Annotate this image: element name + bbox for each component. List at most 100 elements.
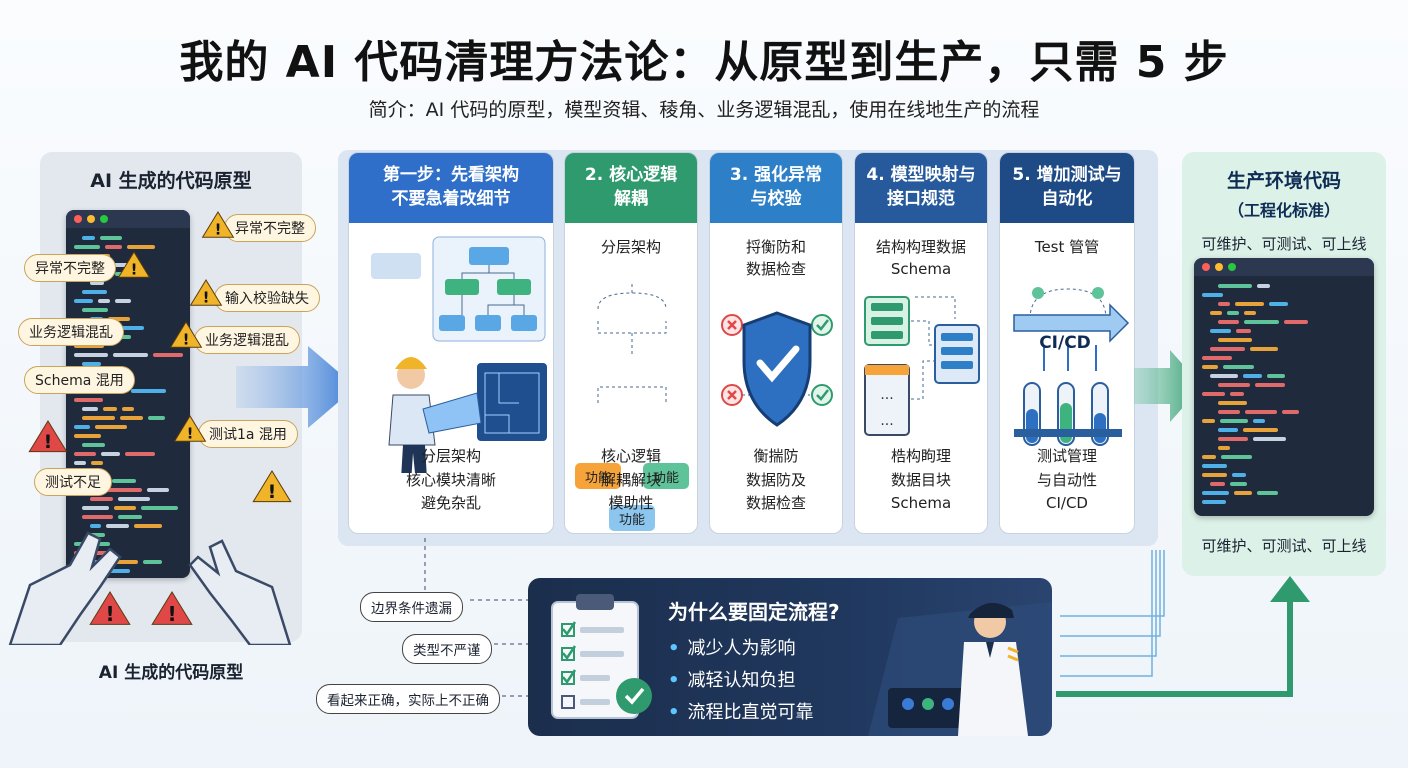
code-line	[147, 488, 169, 492]
code-line	[134, 524, 162, 528]
code-line	[1234, 491, 1252, 495]
code-line	[1202, 356, 1232, 360]
code-line	[1202, 464, 1227, 468]
code-line	[1210, 347, 1245, 351]
code-line	[148, 416, 165, 420]
code-line	[118, 497, 150, 501]
code-line	[112, 479, 136, 483]
prototype-footer: AI 生成的代码原型	[98, 663, 244, 683]
code-line	[1218, 338, 1252, 342]
code-line	[143, 560, 162, 564]
why-bullet: •减少人为影响	[668, 638, 796, 659]
step-3-card: 3. 强化异常 与校验 捋衡防和 数据检查 衡揣防 数据防及 数据检查	[709, 152, 843, 534]
step-4-card: 4. 模型映射与 接口规范 结构构理数据 Schema ... ... 梏构眗理…	[854, 152, 988, 534]
code-line	[115, 272, 136, 276]
code-line	[1221, 455, 1252, 459]
code-line	[1244, 320, 1279, 324]
code-line	[108, 317, 130, 321]
why-bullets: •减少人为影响 •减轻认知负担 •流程比直觉可靠	[668, 634, 814, 730]
code-line	[91, 461, 103, 465]
code-line	[107, 569, 130, 573]
code-line	[1218, 446, 1230, 450]
window-controls	[1194, 258, 1374, 276]
code-line	[114, 506, 136, 510]
step-3-subtitle: 捋衡防和 数据检查	[745, 238, 806, 278]
step-5-card: 5. 增加测试与 自动化 Test 管管 CI/CD 测试管理 与自动性 CI/…	[999, 152, 1135, 534]
code-line	[82, 308, 108, 312]
code-line	[1230, 482, 1247, 486]
code-line	[74, 425, 90, 429]
why-fixed-process-panel: 为什么要固定流程? •减少人为影响 •减轻认知负担 •流程比直觉可靠	[528, 578, 1052, 736]
code-line	[127, 245, 155, 249]
step-4-title: 4. 模型映射与 接口规范	[855, 153, 987, 223]
code-line	[1218, 410, 1240, 414]
code-line	[74, 344, 104, 348]
code-line	[108, 326, 144, 330]
step-2-title: 2. 核心逻辑 解耦	[565, 153, 697, 223]
code-line	[1244, 311, 1256, 315]
pitfall-label: 类型不严谨	[402, 634, 492, 664]
code-line	[100, 236, 122, 240]
code-line	[1218, 428, 1238, 432]
code-line	[74, 398, 103, 402]
code-line	[1245, 410, 1277, 414]
schema-mapping-icon: ... ...	[864, 296, 980, 436]
code-line	[74, 245, 100, 249]
prototype-panel-title: AI 生成的代码原型	[90, 170, 252, 192]
step-5-title: 5. 增加测试与 自动化	[1000, 153, 1134, 223]
warning-label: 异常不完整	[224, 214, 316, 242]
code-line	[1227, 311, 1239, 315]
warning-label: 业务逻辑混乱	[18, 318, 124, 346]
code-line	[1202, 419, 1215, 423]
svg-text:...: ...	[880, 387, 893, 403]
code-line	[82, 236, 95, 240]
step-5-subtitle: Test 管管	[1034, 238, 1100, 256]
why-title: 为什么要固定流程?	[668, 600, 840, 624]
pilot-illustration	[868, 602, 1052, 736]
module-connectors	[597, 281, 667, 403]
code-line	[115, 299, 131, 303]
step-1-card: 第一步：先看架构 不要急着改细节 分层架构 核心模块清晰 避免杂乱	[348, 152, 554, 534]
step-2-card: 2. 核心逻辑 解耦 分层架构 功能 功能 功能 功能 功能 核心逻辑 解耦解块…	[564, 152, 698, 534]
code-line	[74, 353, 108, 357]
code-line	[153, 353, 183, 357]
architect-illustration	[371, 236, 547, 473]
code-line	[1243, 428, 1278, 432]
flow-arrow-icon	[236, 346, 356, 428]
code-line	[90, 533, 105, 537]
code-line	[141, 506, 178, 510]
code-line	[125, 452, 155, 456]
code-line	[1202, 365, 1218, 369]
code-line	[120, 416, 143, 420]
code-line	[90, 281, 104, 285]
step-4-subtitle: 结构构理数据 Schema	[875, 238, 966, 278]
code-line	[90, 497, 113, 501]
code-line	[1269, 302, 1288, 306]
production-title: 生产环境代码	[1226, 170, 1341, 192]
warning-label: 测试不足	[34, 468, 112, 496]
pitfall-label: 边界条件遗漏	[360, 592, 463, 622]
code-line	[1218, 302, 1230, 306]
code-line	[1253, 419, 1265, 423]
code-line	[1202, 293, 1223, 297]
code-line	[82, 416, 115, 420]
code-line	[107, 488, 142, 492]
function-module: 功能	[575, 463, 621, 489]
code-line	[1210, 311, 1222, 315]
code-line	[1232, 473, 1246, 477]
code-line	[1220, 419, 1248, 423]
warning-label: 测试1a 混用	[198, 420, 298, 448]
code-line	[1282, 410, 1299, 414]
code-line	[1202, 473, 1227, 477]
code-line	[82, 362, 101, 366]
pitfall-label: 看起来正确，实际上不正确	[316, 684, 500, 714]
code-line	[1230, 392, 1244, 396]
code-line	[1202, 500, 1226, 504]
code-line	[1218, 284, 1252, 288]
code-line	[82, 290, 107, 294]
code-line	[1235, 302, 1264, 306]
code-line	[1255, 383, 1285, 387]
checklist-clipboard-icon	[551, 594, 652, 719]
code-line	[74, 434, 101, 438]
page-title: 我的 AI 代码清理方法论：从原型到生产，只需 5 步	[179, 37, 1229, 88]
